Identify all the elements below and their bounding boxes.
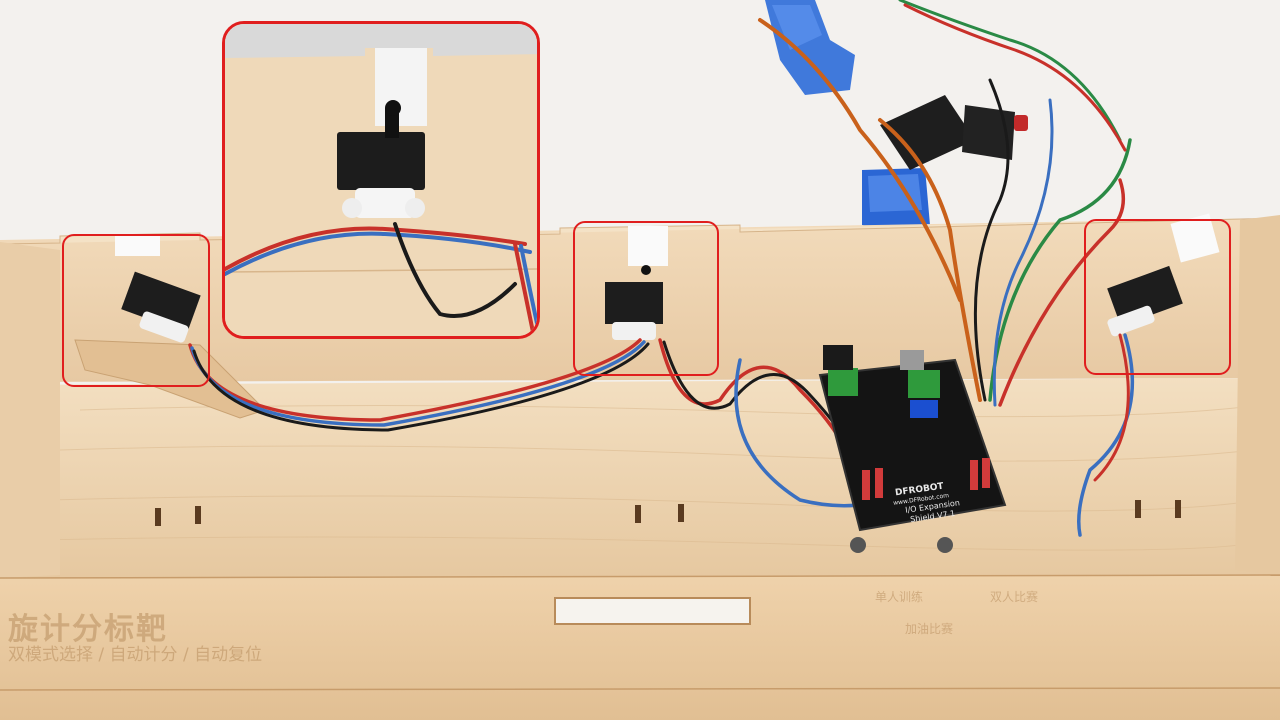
zoom-switch (337, 100, 425, 218)
servo-middle (862, 168, 930, 235)
engraved-title: 旋计分标靶 (8, 612, 168, 647)
engraved-cheer: 加油比赛 (905, 622, 954, 636)
engraved-mode-single: 单人训练 (875, 590, 924, 604)
center-switch (605, 265, 663, 340)
left-switch (121, 271, 201, 343)
right-switch (1107, 265, 1183, 337)
engraved-mode-double: 双人比赛 (990, 590, 1039, 604)
servo-top (765, 0, 855, 95)
zoom-inset-image (225, 24, 537, 336)
callout-left-switch (62, 234, 210, 387)
callout-center-switch (573, 221, 719, 376)
callout-right-switch (1084, 219, 1231, 375)
engraved-subtitle: 双模式选择 / 自动计分 / 自动复位 (8, 645, 263, 665)
io-expansion-shield (818, 345, 1007, 553)
zoom-inset (222, 21, 540, 339)
